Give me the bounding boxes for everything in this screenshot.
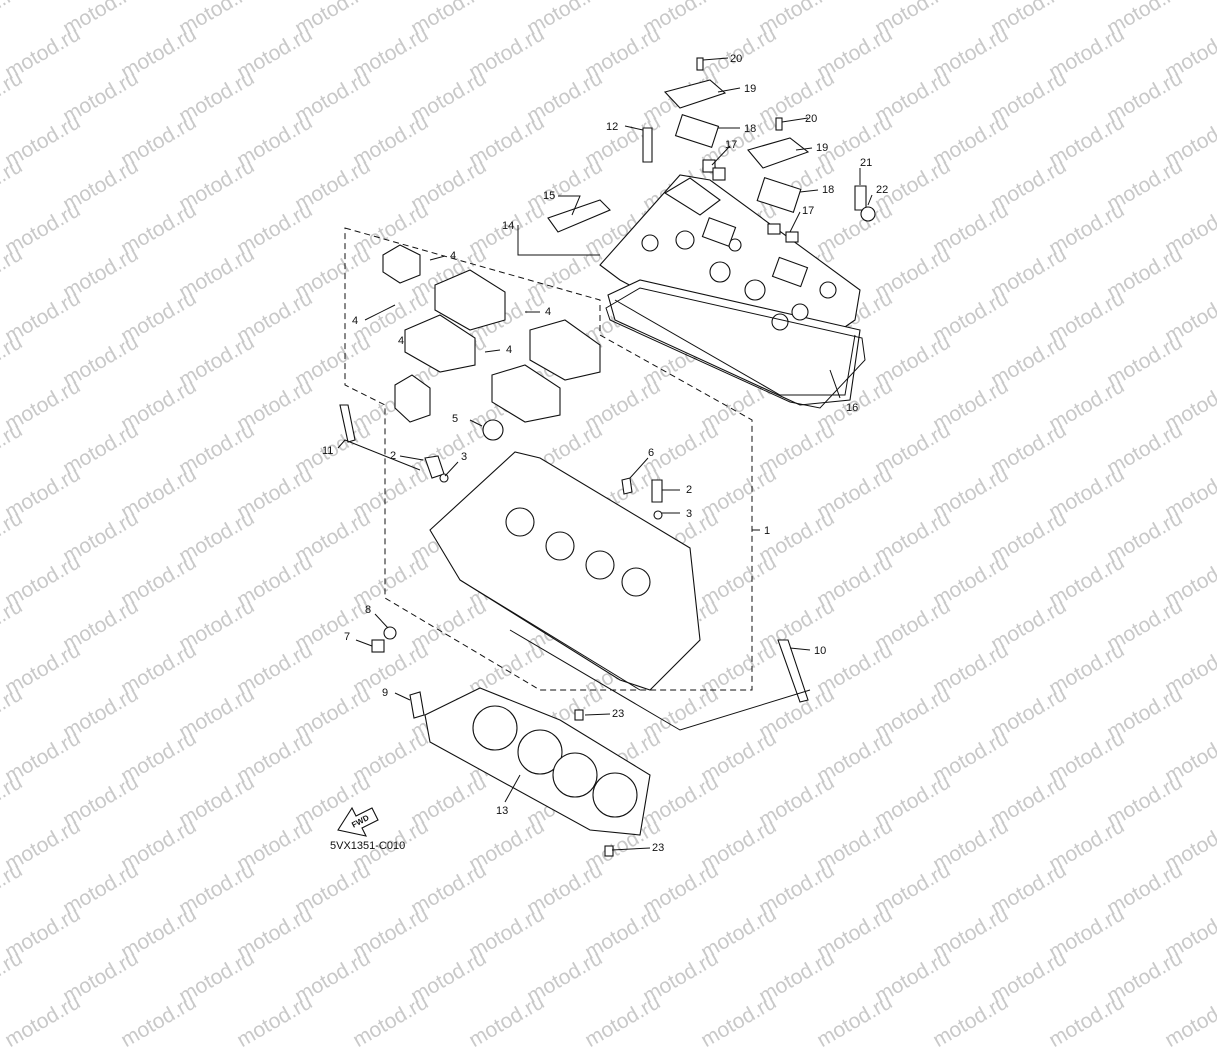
callout-23: 23 bbox=[652, 842, 664, 854]
callout-15: 15 bbox=[543, 190, 555, 202]
callout-19: 19 bbox=[816, 142, 828, 154]
fasteners bbox=[339, 404, 809, 857]
callout-8: 8 bbox=[365, 604, 371, 616]
camshaft-caps bbox=[382, 244, 601, 441]
watermark-text: motod.ru bbox=[929, 990, 1013, 1052]
callout-19: 19 bbox=[744, 83, 756, 95]
callout-17: 17 bbox=[725, 139, 737, 151]
callout-4: 4 bbox=[506, 344, 512, 356]
callout-3: 3 bbox=[461, 451, 467, 463]
watermark-text: motod.ru bbox=[465, 990, 549, 1052]
callout-18: 18 bbox=[822, 184, 834, 196]
callout-13: 13 bbox=[496, 805, 508, 817]
callout-16: 16 bbox=[846, 402, 858, 414]
watermark-text: motod.ru bbox=[1161, 990, 1217, 1052]
watermark-text: motod.ru bbox=[175, 946, 259, 1008]
cylinder-head-cover bbox=[599, 174, 861, 406]
callout-4: 4 bbox=[352, 315, 358, 327]
watermark-text: motod.ru bbox=[639, 946, 723, 1008]
watermark-text: motod.ru bbox=[59, 946, 143, 1008]
callout-20: 20 bbox=[730, 53, 742, 65]
callout-2: 2 bbox=[686, 484, 692, 496]
watermark-text: motod.ru bbox=[233, 990, 317, 1052]
watermark-text: motod.ru bbox=[0, 946, 27, 1008]
cylinder-head-gasket bbox=[424, 687, 651, 836]
cover-bracket bbox=[547, 199, 611, 233]
callout-20: 20 bbox=[805, 113, 817, 125]
watermark-text: motod.ru bbox=[755, 946, 839, 1008]
callout-23: 23 bbox=[612, 708, 624, 720]
callout-3: 3 bbox=[686, 508, 692, 520]
callout-2: 2 bbox=[390, 450, 396, 462]
fwd-arrow: FWD bbox=[337, 806, 379, 837]
exploded-parts-diagram: FWD 1 2 2 3 3 4 4 4 4 4 5 6 7 8 9 10 11 … bbox=[322, 53, 888, 857]
watermark-text: motod.ru bbox=[291, 946, 375, 1008]
leader-lines bbox=[337, 57, 873, 851]
callout-7: 7 bbox=[344, 631, 350, 643]
callout-11: 11 bbox=[322, 445, 333, 457]
assembly-boundary bbox=[344, 227, 753, 691]
watermark-text: motod.ru bbox=[1, 990, 85, 1052]
cylinder-head bbox=[429, 451, 701, 691]
callout-1: 1 bbox=[764, 525, 770, 537]
callout-14: 14 bbox=[502, 220, 514, 232]
watermark-text: motod.ru bbox=[871, 946, 955, 1008]
watermark-text: motod.ru bbox=[581, 990, 665, 1052]
callout-12: 12 bbox=[606, 121, 618, 133]
watermark-text: motod.ru bbox=[813, 990, 897, 1052]
callout-18: 18 bbox=[744, 123, 756, 135]
watermark-text: motod.ru bbox=[697, 990, 781, 1052]
callout-9: 9 bbox=[382, 687, 388, 699]
callout-6: 6 bbox=[648, 447, 654, 459]
watermark-text: motod.ru bbox=[987, 946, 1071, 1008]
diagram-code: 5VX1351-C010 bbox=[330, 840, 406, 852]
head-cover-gasket bbox=[605, 287, 866, 409]
callout-4: 4 bbox=[450, 250, 456, 262]
watermark-text: motod.ru bbox=[349, 990, 433, 1052]
callout-10: 10 bbox=[814, 645, 826, 657]
watermark-text: motod.ru bbox=[1103, 946, 1187, 1008]
watermark-text: motod.ru bbox=[117, 990, 201, 1052]
callout-4: 4 bbox=[398, 335, 404, 347]
callout-17: 17 bbox=[802, 205, 814, 217]
callout-21: 21 bbox=[860, 157, 872, 169]
callout-22: 22 bbox=[876, 184, 888, 196]
breather-covers bbox=[642, 57, 876, 243]
callout-5: 5 bbox=[452, 413, 458, 425]
callout-labels: 1 2 2 3 3 4 4 4 4 4 5 6 7 8 9 10 11 12 1… bbox=[322, 53, 888, 854]
watermark-text: motod.ru bbox=[407, 946, 491, 1008]
watermark-text: motod.ru bbox=[1045, 990, 1129, 1052]
watermark-text: motod.ru bbox=[523, 946, 607, 1008]
callout-4: 4 bbox=[545, 306, 551, 318]
